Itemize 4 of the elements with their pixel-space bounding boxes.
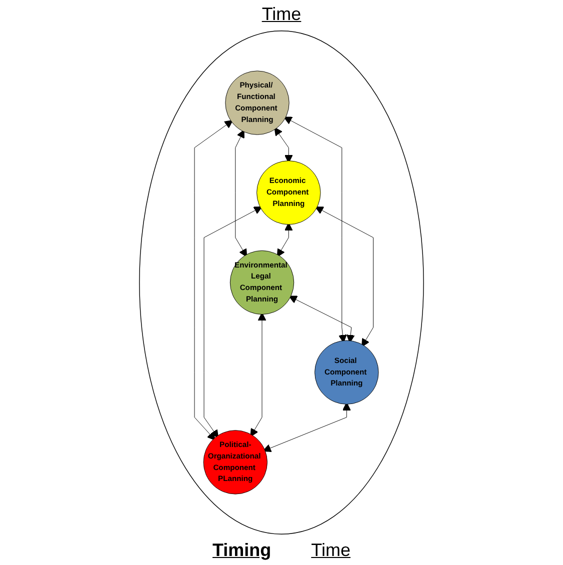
cluster [139, 30, 424, 534]
time-label: Time [262, 4, 302, 25]
time-label: Timing [212, 540, 272, 561]
time-label: Time [311, 540, 350, 561]
